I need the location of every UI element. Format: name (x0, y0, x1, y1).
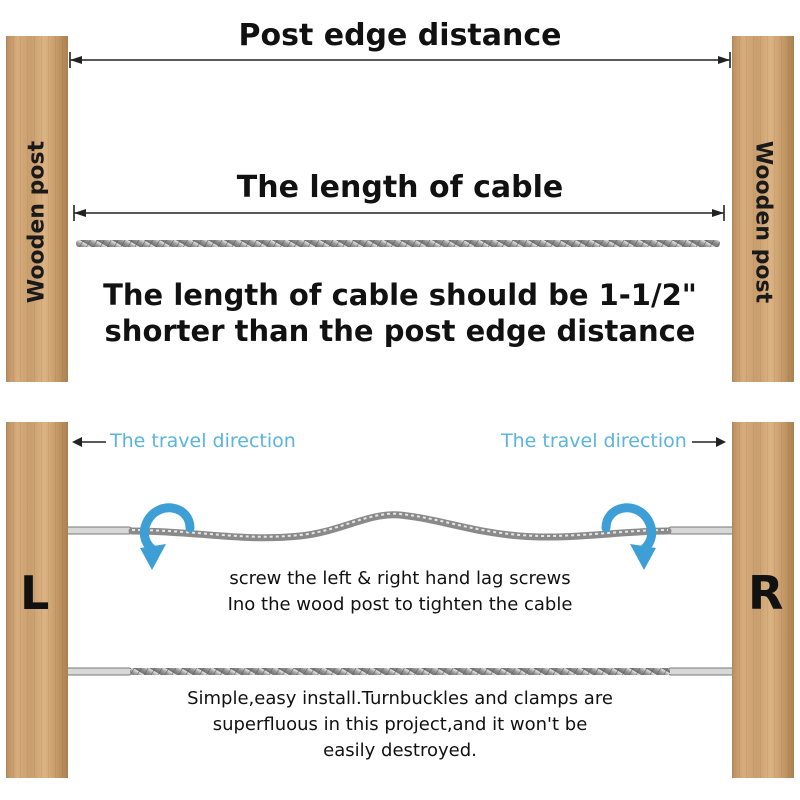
travel-direction-right: The travel direction (501, 430, 687, 452)
post-edge-dimension-line (69, 52, 731, 68)
cable-length-dimension-line (73, 205, 725, 221)
wooden-post-bottom-right (732, 422, 794, 778)
post-label-left: Wooden post (24, 140, 50, 304)
cable-length-label: The length of cable (236, 170, 564, 205)
wooden-post-top-left (6, 36, 68, 382)
travel-direction-left: The travel direction (110, 430, 296, 452)
cable-note-line-2: shorter than the post edge distance (104, 314, 696, 348)
install-note-line-2: superfluous in this project,and it won't… (212, 714, 588, 735)
rotate-arrow-left-icon (139, 503, 195, 570)
instruction-line-1: screw the left & right hand lag screws (229, 568, 571, 589)
steel-cable-tight (130, 668, 670, 675)
instruction-line-2: Ino the wood post to tighten the cable (227, 594, 573, 615)
lag-screw-left-lower (60, 665, 133, 678)
wooden-post-bottom-left (6, 422, 68, 778)
cable-note-line-1: The length of cable should be 1-1/2" (103, 278, 697, 312)
rotate-arrow-right-icon (601, 503, 657, 570)
lag-screw-right-upper (667, 524, 740, 537)
lag-screw-right-lower (667, 665, 740, 678)
lag-screw-left-upper (60, 524, 133, 537)
arrow-right-icon (692, 437, 726, 447)
install-note-line-3: easily destroyed. (323, 740, 477, 761)
wooden-post-top-right (732, 36, 794, 382)
post-edge-distance-label: Post edge distance (238, 18, 562, 53)
install-note-line-1: Simple,easy install.Turnbuckles and clam… (187, 688, 613, 709)
steel-cable-straight (76, 240, 720, 247)
right-post-letter: R (748, 566, 784, 620)
post-label-right: Wooden post (750, 140, 776, 304)
arrow-left-icon (72, 437, 106, 447)
left-post-letter: L (20, 566, 50, 620)
